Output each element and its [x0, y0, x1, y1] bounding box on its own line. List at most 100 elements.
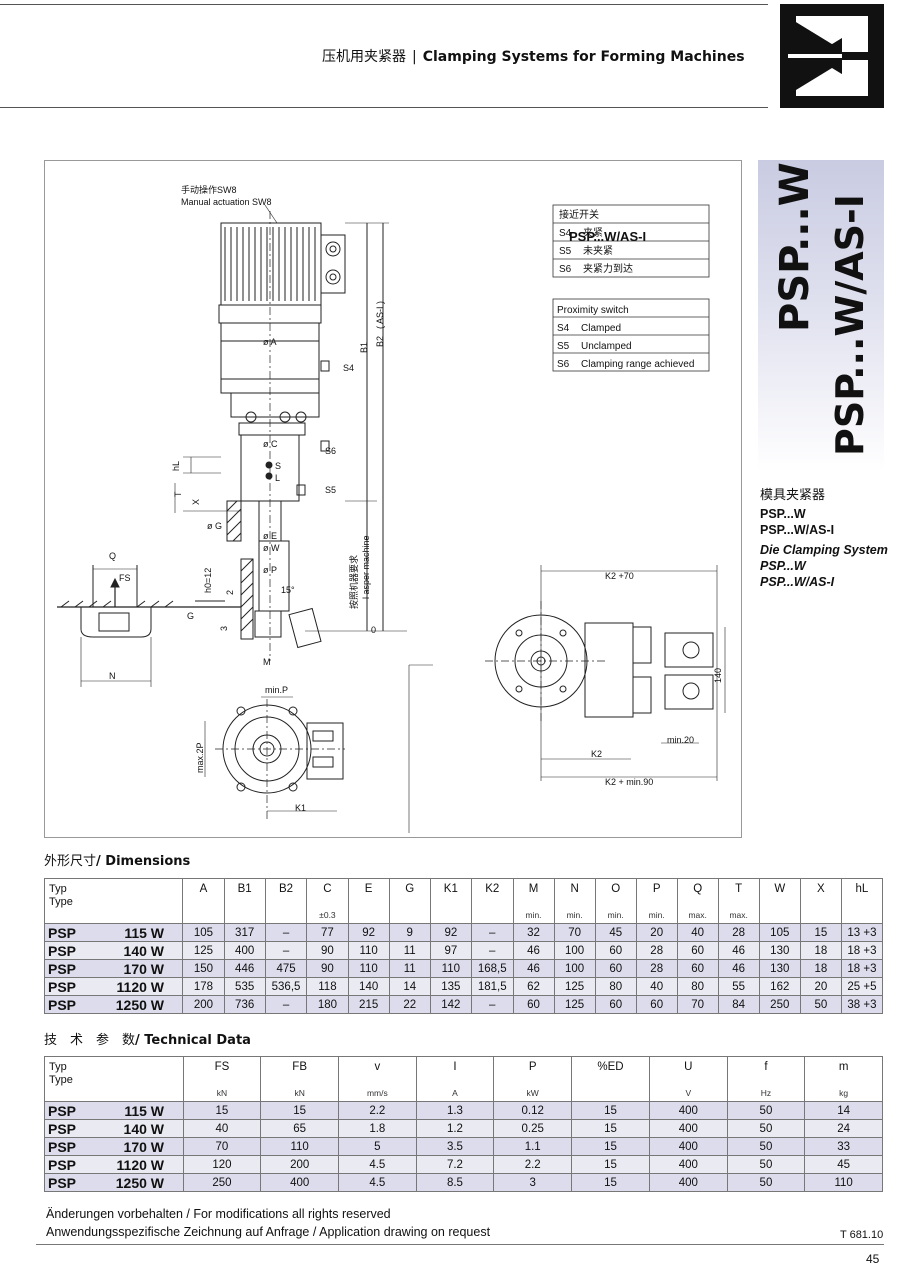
table-cell: 55 — [717, 977, 760, 996]
dim-label-B1: B1 — [359, 342, 369, 353]
table-cell: 1.8 — [338, 1119, 417, 1138]
model-1: PSP...W — [760, 507, 806, 521]
column-subheader: kN — [216, 1088, 228, 1098]
dim-label-P: ø P — [263, 565, 277, 575]
table-cell: 40 — [182, 1119, 262, 1138]
table-cell: 200 — [260, 1155, 340, 1174]
dim-label-140: 140 — [713, 668, 723, 683]
table-cell: 70 — [553, 923, 596, 942]
table-cell: – — [470, 923, 514, 942]
table-cell: 77 — [306, 923, 349, 942]
model-size: 170 W — [123, 1138, 165, 1155]
table-cell: 125 — [553, 977, 596, 996]
table-cell: 50 — [726, 1173, 806, 1192]
table-cell: 400 — [648, 1119, 728, 1138]
column-subheader: ±0.3 — [319, 910, 336, 920]
dim-label-G: ø G — [207, 521, 222, 531]
dim-label-max2P: max.2P — [195, 742, 205, 773]
legend-cn-text: 未夹紧 — [583, 244, 613, 257]
table-cell: 736 — [223, 995, 266, 1014]
column-header-label: N — [570, 883, 579, 895]
dim-label-K1: K1 — [295, 803, 306, 813]
legend-cn-title: 接近开关 — [559, 208, 599, 221]
model-prefix: PSP — [48, 978, 77, 995]
legend-cn-code: S5 — [559, 246, 572, 257]
page-title: 压机用夹紧器|Clamping Systems for Forming Mach… — [322, 46, 745, 66]
dim-label-G-small: G — [187, 611, 194, 621]
table-cell: 11 — [388, 959, 431, 978]
dim-label-K2min90: K2 + min.90 — [605, 777, 653, 787]
table-cell: 105 — [758, 923, 801, 942]
column-header-label: hL — [855, 883, 869, 895]
table-cell: 40 — [635, 977, 678, 996]
product-name-cn: 模具夹紧器 — [760, 488, 826, 503]
switch-label-S4: S4 — [343, 363, 354, 373]
column-subheader: min. — [525, 910, 542, 920]
table-cell: 8.5 — [415, 1173, 495, 1192]
table-cell: 535 — [223, 977, 266, 996]
table-cell: 45 — [804, 1155, 883, 1174]
model-prefix: PSP — [48, 942, 77, 959]
table-cell: 46 — [717, 941, 760, 960]
table-cell: 400 — [223, 941, 266, 960]
table-cell: 15 — [571, 1119, 650, 1138]
column-subheader: A — [452, 1088, 458, 1098]
table-cell: 46 — [717, 959, 760, 978]
legend-cn-text: 夹紧力到达 — [583, 262, 633, 275]
table-cell: 13 +3 — [840, 923, 884, 942]
document-reference: T 681.10 — [840, 1229, 884, 1241]
footer-note-2: Anwendungsspezifische Zeichnung auf Anfr… — [46, 1225, 491, 1239]
dim-label-h0: h0=12 — [203, 568, 213, 593]
port-label-L: L — [275, 473, 280, 483]
table-cell: 168,5 — [470, 959, 514, 978]
table-cell: 200 — [182, 995, 225, 1014]
technical-title-en: / Technical Data — [135, 1033, 251, 1048]
column-header: X — [799, 878, 842, 924]
table-cell: 400 — [648, 1101, 728, 1120]
column-header-label: Q — [693, 883, 703, 895]
table-cell: 4.5 — [338, 1155, 417, 1174]
column-subheader: V — [685, 1088, 692, 1098]
table-cell: 24 — [804, 1119, 883, 1138]
model-2: PSP...W/AS-I — [760, 523, 835, 537]
table-cell: 110 — [429, 959, 472, 978]
table-cell: 40 — [676, 923, 719, 942]
table-cell: 135 — [429, 977, 472, 996]
table-cell: 3.5 — [415, 1137, 495, 1156]
legend-en-title: Proximity switch — [557, 305, 629, 316]
table-cell: 46 — [512, 959, 555, 978]
table-cell: 92 — [429, 923, 472, 942]
technical-drawing: 接近开关 S4 夹紧 S5 未夹紧 S6 夹紧力到达 Proximity swi… — [44, 160, 742, 838]
column-header: A — [182, 878, 225, 924]
dim-label-zero: 0 — [371, 625, 376, 635]
dim-label-B2: B2 — [375, 336, 385, 347]
table-cell: 3 — [493, 1173, 573, 1192]
table-cell: 46 — [512, 941, 555, 960]
table-cell: 50 — [726, 1155, 806, 1174]
table-cell: 84 — [717, 995, 760, 1014]
column-header-label: FB — [292, 1061, 307, 1073]
table-cell: 60 — [512, 995, 555, 1014]
dim-label-W: ø W — [263, 543, 280, 553]
column-header: B1 — [223, 878, 266, 924]
column-header-label: C — [323, 883, 332, 895]
table-cell: 475 — [264, 959, 308, 978]
legend-en-text: Clamping range achieved — [581, 359, 694, 370]
model-size: 140 W — [123, 1120, 165, 1137]
column-header: %ED — [571, 1056, 650, 1102]
table-cell: – — [264, 941, 308, 960]
table-cell: 446 — [223, 959, 266, 978]
table-cell: 33 — [804, 1137, 883, 1156]
